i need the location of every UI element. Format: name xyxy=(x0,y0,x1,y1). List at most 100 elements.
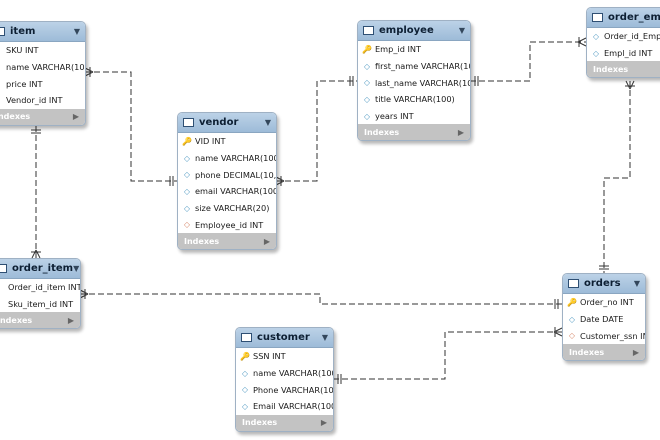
column-label: Order_no INT xyxy=(580,297,634,308)
table-header[interactable]: order_emp xyxy=(587,8,660,28)
table-icon xyxy=(183,118,194,127)
rel-employee-order-emp xyxy=(470,41,586,82)
column-row[interactable]: ◇Empl_id INT xyxy=(587,45,660,62)
column-diamond-icon: ◇ xyxy=(183,186,191,196)
column-row[interactable]: ◇years INT xyxy=(358,108,470,125)
table-name: orders xyxy=(584,278,621,289)
table-header[interactable]: order_item ▼ xyxy=(0,259,80,279)
collapse-arrow-icon[interactable]: ▼ xyxy=(264,118,271,127)
foreign-key-diamond-icon: ◇ xyxy=(183,220,191,230)
column-label: size VARCHAR(20) xyxy=(195,203,270,214)
table-header[interactable]: vendor ▼ xyxy=(178,113,276,133)
table-header[interactable]: employee ▼ xyxy=(358,21,470,41)
expand-arrow-icon[interactable]: ▶ xyxy=(67,315,74,325)
indexes-section[interactable]: Indexes ▶ xyxy=(178,233,276,250)
column-row[interactable]: price INT xyxy=(0,75,85,92)
table-header[interactable]: item ▼ xyxy=(0,22,85,42)
indexes-label: Indexes xyxy=(242,418,278,428)
indexes-label: Indexes xyxy=(184,236,220,246)
collapse-arrow-icon[interactable]: ▼ xyxy=(73,27,80,36)
column-row[interactable]: Sku_item_id INT xyxy=(0,296,80,313)
column-label: email VARCHAR(100) xyxy=(195,186,277,197)
column-diamond-icon: ◇ xyxy=(363,61,371,71)
column-label: VID INT xyxy=(195,136,226,147)
indexes-section[interactable]: Indexes▶ xyxy=(563,344,645,361)
collapse-arrow-icon[interactable]: ▼ xyxy=(633,279,640,288)
column-diamond-icon: ◇ xyxy=(363,78,371,88)
foreign-key-diamond-icon: ◇ xyxy=(568,331,576,341)
expand-arrow-icon[interactable]: ▶ xyxy=(457,127,464,137)
indexes-label: Indexes xyxy=(364,127,400,137)
column-row[interactable]: ◇name VARCHAR(100) xyxy=(236,365,333,382)
column-row[interactable]: ◇ email VARCHAR(100) xyxy=(178,183,276,200)
indexes-label: Indexes xyxy=(593,64,629,74)
table-order-emp[interactable]: order_emp ◇Order_id_Emp INT ◇Empl_id INT… xyxy=(586,7,660,79)
column-row[interactable]: ◇last_name VARCHAR(100) xyxy=(358,74,470,91)
table-order-item[interactable]: order_item ▼ Order_id_item INT Sku_item_… xyxy=(0,258,81,330)
table-item[interactable]: item ▼ SKU INT name VARCHAR(100) price I… xyxy=(0,21,86,126)
column-diamond-icon: ◇ xyxy=(363,111,371,121)
table-employee[interactable]: employee ▼ 🔑Emp_id INT ◇ first_name VARCH… xyxy=(357,20,471,142)
indexes-section[interactable]: Indexes▶ xyxy=(0,108,85,125)
collapse-arrow-icon[interactable]: ▼ xyxy=(458,26,465,35)
column-row[interactable]: 🔑Order_no INT xyxy=(563,294,645,311)
column-row[interactable]: ◇Phone VARCHAR(100) xyxy=(236,381,333,398)
column-label: Order_id_item INT xyxy=(8,282,81,293)
column-label: name VARCHAR(100) xyxy=(6,62,86,73)
column-diamond-icon: ◇ xyxy=(183,170,191,180)
column-label: name VARCHAR(100) xyxy=(195,153,277,164)
column-diamond-icon: ◇ xyxy=(241,401,249,411)
expand-arrow-icon[interactable]: ▶ xyxy=(320,418,327,428)
column-label: Emp_id INT xyxy=(375,44,422,55)
table-icon xyxy=(241,333,252,342)
column-label: Employee_id INT xyxy=(195,219,264,230)
column-row[interactable]: SKU INT xyxy=(0,42,85,59)
column-label: phone DECIMAL(10,0) xyxy=(195,169,277,180)
column-row[interactable]: ◇title VARCHAR(100) xyxy=(358,91,470,108)
column-row[interactable]: ◇ Employee_id INT xyxy=(178,216,276,233)
expand-arrow-icon[interactable]: ▶ xyxy=(72,112,79,122)
table-name: order_item xyxy=(12,263,74,274)
indexes-section[interactable]: Indexes ▶ xyxy=(358,124,470,141)
table-icon xyxy=(592,13,603,22)
column-label: Phone VARCHAR(100) xyxy=(253,384,334,395)
table-icon xyxy=(363,26,374,35)
expand-arrow-icon[interactable]: ▶ xyxy=(263,236,270,246)
column-label: name VARCHAR(100) xyxy=(253,368,334,379)
column-label: first_name VARCHAR(100) xyxy=(375,61,470,72)
column-label: Vendor_id INT xyxy=(6,95,63,106)
primary-key-icon: 🔑 xyxy=(567,297,577,307)
column-row[interactable]: Vendor_id INT xyxy=(0,92,85,109)
column-row[interactable]: Order_id_item INT xyxy=(0,279,80,296)
indexes-section[interactable]: Indexes xyxy=(587,61,660,78)
column-row[interactable]: ◇ first_name VARCHAR(100) xyxy=(358,58,470,75)
table-icon xyxy=(0,264,7,273)
column-row[interactable]: 🔑VID INT xyxy=(178,133,276,150)
column-row[interactable]: ◇size VARCHAR(20) xyxy=(178,200,276,217)
table-header[interactable]: orders ▼ xyxy=(563,274,645,294)
table-icon xyxy=(568,279,579,288)
column-row[interactable]: name VARCHAR(100) xyxy=(0,59,85,76)
column-diamond-icon: ◇ xyxy=(363,94,371,104)
table-vendor[interactable]: vendor ▼ 🔑VID INT ◇name VARCHAR(100) ◇ph… xyxy=(177,112,277,251)
column-label: SSN INT xyxy=(253,351,286,362)
column-diamond-icon: ◇ xyxy=(592,31,600,41)
column-row[interactable]: 🔑Emp_id INT xyxy=(358,41,470,58)
column-row[interactable]: ◇Customer_ssn INT xyxy=(563,327,645,344)
collapse-arrow-icon[interactable]: ▼ xyxy=(321,333,328,342)
column-row[interactable]: ◇ phone DECIMAL(10,0) xyxy=(178,166,276,183)
table-customer[interactable]: customer ▼ 🔑SSN INT ◇name VARCHAR(100) ◇… xyxy=(235,327,334,432)
table-name: order_emp xyxy=(608,12,660,23)
table-header[interactable]: customer ▼ xyxy=(236,328,333,348)
column-row[interactable]: ◇name VARCHAR(100) xyxy=(178,150,276,167)
primary-key-icon: 🔑 xyxy=(240,351,250,361)
collapse-arrow-icon[interactable]: ▼ xyxy=(73,264,80,273)
indexes-section[interactable]: Indexes▶ xyxy=(0,312,80,329)
column-row[interactable]: ◇Email VARCHAR(100) xyxy=(236,398,333,415)
table-orders[interactable]: orders ▼ 🔑Order_no INT ◇Date DATE ◇Custo… xyxy=(562,273,646,362)
column-row[interactable]: ◇Order_id_Emp INT xyxy=(587,28,660,45)
column-row[interactable]: 🔑SSN INT xyxy=(236,348,333,365)
expand-arrow-icon[interactable]: ▶ xyxy=(632,347,639,357)
indexes-section[interactable]: Indexes ▶ xyxy=(236,414,333,431)
column-row[interactable]: ◇Date DATE xyxy=(563,311,645,328)
